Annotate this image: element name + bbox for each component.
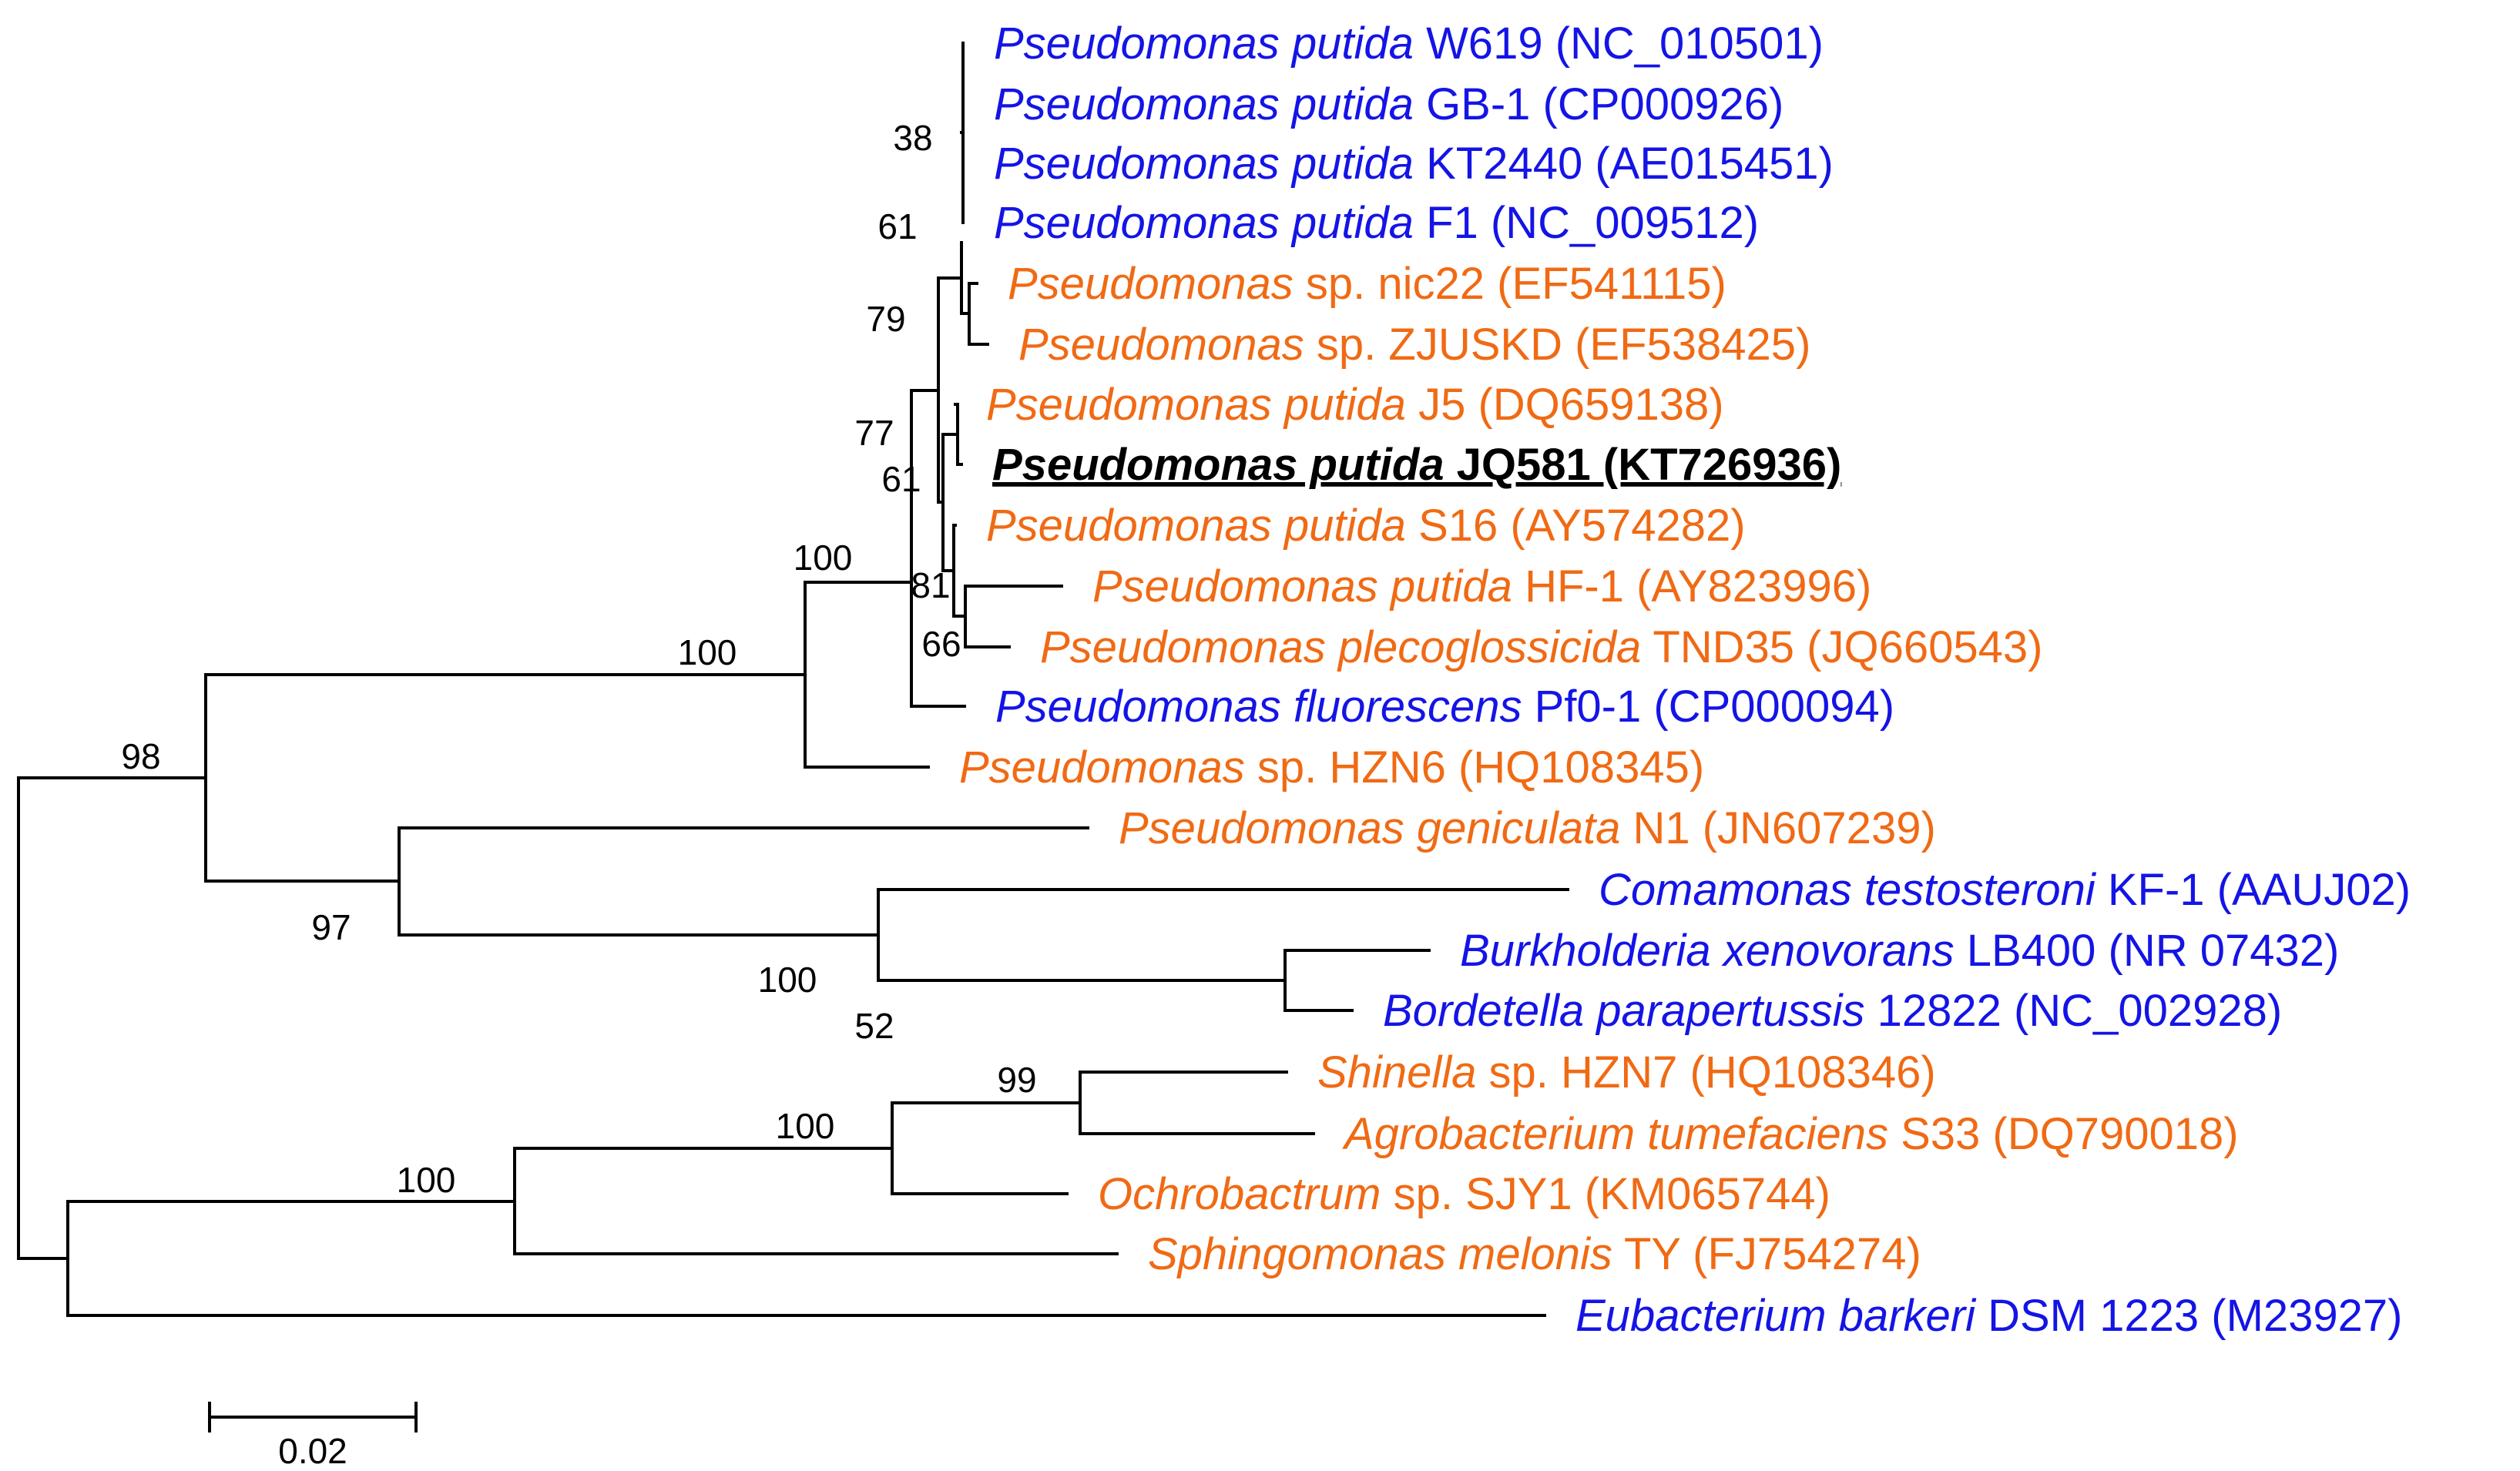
leaf-strain-j5: J5 (DQ659138) xyxy=(1406,380,1724,430)
leaf-label-zjuskd: Pseudomonas sp. ZJUSKD (EF538425) xyxy=(1018,320,1810,370)
bootstrap-value-3: 77 xyxy=(854,413,894,453)
leaf-strain-hzn6: sp. HZN6 (HQ108345) xyxy=(1245,742,1704,792)
leaf-label-jq581: Pseudomonas putida JQ581 (KT726936) xyxy=(992,440,1841,490)
leaf-species-kt2440: Pseudomonas putida xyxy=(994,139,1414,189)
leaf-species-hf1: Pseudomonas putida xyxy=(1092,561,1512,612)
leaf-strain-n1: N1 (JN607239) xyxy=(1620,803,1935,853)
leaf-label-tnd35: Pseudomonas plecoglossicida TND35 (JQ660… xyxy=(1040,622,2042,672)
leaf-label-w619: Pseudomonas putida W619 (NC_010501) xyxy=(994,18,1824,69)
leaf-label-gb1: Pseudomonas putida GB-1 (CP000926) xyxy=(994,79,1783,129)
scale-bar-label: 0.02 xyxy=(278,1431,347,1471)
leaf-label-j5: Pseudomonas putida J5 (DQ659138) xyxy=(986,380,1724,430)
leaf-species-sjy1: Ochrobactrum xyxy=(1098,1169,1381,1219)
leaf-species-pf01: Pseudomonas fluorescens xyxy=(995,682,1522,732)
bootstrap-value-9: 98 xyxy=(121,736,160,776)
leaf-label-ty: Sphingomonas melonis TY (FJ754274) xyxy=(1148,1229,1921,1279)
leaf-label-hzn7: Shinella sp. HZN7 (HQ108346) xyxy=(1317,1047,1936,1097)
bootstrap-value-11: 100 xyxy=(758,960,817,1000)
leaf-strain-w619: W619 (NC_010501) xyxy=(1414,18,1824,69)
leaf-species-lb400: Burkholderia xenovorans xyxy=(1460,926,1955,976)
leaf-label-n1: Pseudomonas geniculata N1 (JN607239) xyxy=(1119,803,1936,853)
leaf-strain-hf1: HF-1 (AY823996) xyxy=(1512,561,1871,612)
leaf-strain-jq581: JQ581 (KT726936) xyxy=(1445,440,1842,490)
bootstrap-value-4: 61 xyxy=(881,459,921,499)
bootstrap-value-15: 100 xyxy=(397,1160,456,1200)
leaf-label-f1: Pseudomonas putida F1 (NC_009512) xyxy=(994,198,1759,248)
leaf-label-lb400: Burkholderia xenovorans LB400 (NR 07432) xyxy=(1460,926,2339,976)
leaf-species-nic22: Pseudomonas xyxy=(1008,259,1294,309)
leaf-species-tnd35: Pseudomonas plecoglossicida xyxy=(1040,622,1641,672)
leaf-species-s16: Pseudomonas putida xyxy=(986,501,1406,551)
bootstrap-value-0: 38 xyxy=(893,118,932,158)
bootstrap-values: 38 61 79 77 61 100 81 66 100 98 97 100 52 99 100 100 xyxy=(121,118,1036,1200)
leaf-labels: Pseudomonas putida W619 (NC_010501)Pseud… xyxy=(959,18,2411,1341)
leaf-label-hf1: Pseudomonas putida HF-1 (AY823996) xyxy=(1092,561,1871,612)
leaf-strain-dsm1223: DSM 1223 (M23927) xyxy=(1975,1291,2402,1341)
leaf-strain-lb400: LB400 (NR 07432) xyxy=(1955,926,2340,976)
leaf-label-pf01: Pseudomonas fluorescens Pf0-1 (CP000094) xyxy=(995,682,1894,732)
leaf-label-nic22: Pseudomonas sp. nic22 (EF541115) xyxy=(1008,259,1726,309)
leaf-species-ty: Sphingomonas melonis xyxy=(1148,1229,1612,1279)
leaf-species-b12822: Bordetella parapertussis xyxy=(1383,986,1864,1036)
leaf-strain-gb1: GB-1 (CP000926) xyxy=(1414,79,1783,129)
leaf-strain-kf1: KF-1 (AAUJ02) xyxy=(2096,865,2411,915)
leaf-strain-nic22: sp. nic22 (EF541115) xyxy=(1294,259,1726,309)
leaf-species-f1: Pseudomonas putida xyxy=(994,198,1414,248)
leaf-label-kf1: Comamonas testosteroni KF-1 (AAUJ02) xyxy=(1599,865,2411,915)
leaf-species-hzn7: Shinella xyxy=(1317,1047,1476,1097)
bootstrap-value-1: 61 xyxy=(877,206,917,246)
leaf-label-dsm1223: Eubacterium barkeri DSM 1223 (M23927) xyxy=(1575,1291,2402,1341)
bootstrap-value-10: 97 xyxy=(311,907,351,947)
scale-bar: 0.02 xyxy=(208,1402,418,1471)
leaf-species-gb1: Pseudomonas putida xyxy=(994,79,1414,129)
leaf-strain-s16: S16 (AY574282) xyxy=(1406,501,1746,551)
leaf-species-hzn6: Pseudomonas xyxy=(959,742,1245,792)
bootstrap-value-2: 79 xyxy=(866,299,905,339)
leaf-strain-ty: TY (FJ754274) xyxy=(1612,1229,1921,1279)
bootstrap-value-13: 99 xyxy=(997,1060,1036,1100)
leaf-species-n1: Pseudomonas geniculata xyxy=(1119,803,1620,853)
leaf-strain-tnd35: TND35 (JQ660543) xyxy=(1641,622,2042,672)
leaf-strain-s33: S33 (DQ790018) xyxy=(1888,1109,2239,1159)
bootstrap-value-6: 81 xyxy=(911,565,950,605)
leaf-label-s33: Agrobacterium tumefaciens S33 (DQ790018) xyxy=(1342,1109,2239,1159)
leaf-label-sjy1: Ochrobactrum sp. SJY1 (KM065744) xyxy=(1098,1169,1830,1219)
leaf-strain-pf01: Pf0-1 (CP000094) xyxy=(1522,682,1895,732)
leaf-species-w619: Pseudomonas putida xyxy=(994,18,1414,69)
bootstrap-value-7: 66 xyxy=(921,624,961,664)
leaf-species-jq581: Pseudomonas putida xyxy=(992,440,1445,490)
bootstrap-value-8: 100 xyxy=(678,632,737,672)
leaf-label-kt2440: Pseudomonas putida KT2440 (AE015451) xyxy=(994,139,1834,189)
leaf-strain-hzn7: sp. HZN7 (HQ108346) xyxy=(1476,1047,1935,1097)
leaf-strain-sjy1: sp. SJY1 (KM065744) xyxy=(1381,1169,1830,1219)
leaf-species-kf1: Comamonas testosteroni xyxy=(1599,865,2097,915)
leaf-species-dsm1223: Eubacterium barkeri xyxy=(1575,1291,1977,1341)
leaf-label-hzn6: Pseudomonas sp. HZN6 (HQ108345) xyxy=(959,742,1704,792)
leaf-strain-f1: F1 (NC_009512) xyxy=(1414,198,1759,248)
leaf-species-s33: Agrobacterium tumefaciens xyxy=(1342,1109,1888,1159)
leaf-strain-b12822: 12822 (NC_002928) xyxy=(1864,986,2282,1036)
bootstrap-value-5: 100 xyxy=(794,538,853,578)
leaf-label-b12822: Bordetella parapertussis 12822 (NC_00292… xyxy=(1383,986,2282,1036)
leaf-label-s16: Pseudomonas putida S16 (AY574282) xyxy=(986,501,1746,551)
leaf-species-zjuskd: Pseudomonas xyxy=(1018,320,1304,370)
leaf-strain-kt2440: KT2440 (AE015451) xyxy=(1414,139,1834,189)
bootstrap-value-12: 52 xyxy=(854,1006,894,1046)
leaf-species-j5: Pseudomonas putida xyxy=(986,380,1406,430)
bootstrap-value-14: 100 xyxy=(776,1106,835,1146)
leaf-strain-zjuskd: sp. ZJUSKD (EF538425) xyxy=(1304,320,1811,370)
tree-branches xyxy=(17,42,1569,1317)
